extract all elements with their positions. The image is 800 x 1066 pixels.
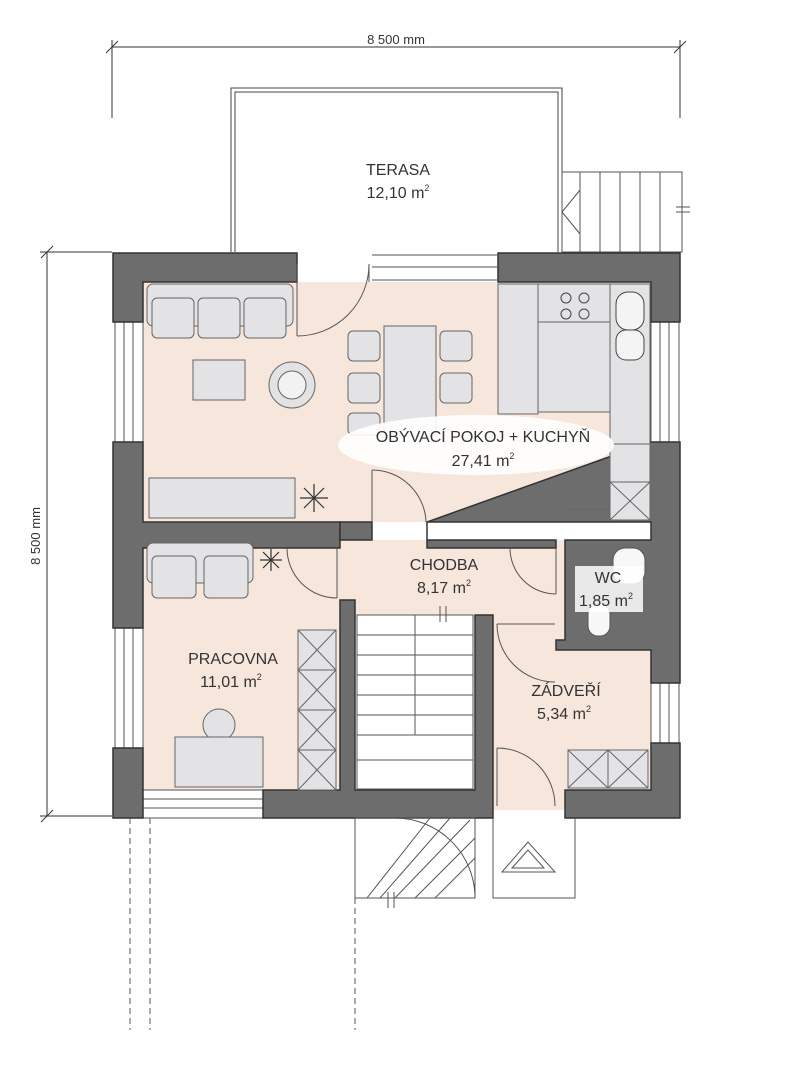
terrace-stairs	[561, 171, 690, 253]
wc-name: WC	[595, 570, 622, 587]
wc-area-value: 1,85 m	[579, 593, 628, 610]
wc-label-bg	[575, 566, 643, 612]
terasa-area-value: 12,10 m	[367, 185, 425, 202]
armchair	[268, 361, 316, 409]
desk	[174, 708, 264, 788]
zadveri-name: ZÁDVEŘÍ	[531, 681, 601, 700]
obyvaci-area: 27,41 m2	[452, 451, 515, 470]
kitchen-counter	[497, 283, 651, 521]
zadveri-area: 5,34 m2	[537, 704, 591, 723]
terrace	[230, 87, 563, 252]
room-label-chodba: CHODBA 8,17 m2	[410, 557, 479, 597]
entrance-stairs	[129, 817, 576, 1030]
dimension-top	[105, 40, 687, 118]
sofa-living	[146, 283, 294, 339]
plant-icon	[300, 484, 328, 512]
entrance-cabinet	[567, 749, 649, 789]
room-label-wc: WC 1,85 m2	[579, 570, 633, 610]
room-label-obyvaci: OBÝVACÍ POKOJ + KUCHYŇ 27,41 m2	[376, 427, 590, 470]
obyvaci-area-sup: 2	[509, 451, 514, 461]
zadveri-area-sup: 2	[586, 704, 591, 714]
wc-area: 1,85 m2	[579, 591, 633, 610]
pracovna-name: PRACOVNA	[188, 651, 278, 668]
chodba-area-sup: 2	[466, 578, 471, 588]
bookshelf	[297, 629, 337, 791]
tv-cabinet	[148, 477, 296, 519]
plant-icon-2	[260, 549, 282, 571]
sofa-office	[146, 542, 254, 599]
sink-icon	[615, 291, 645, 361]
room-label-pracovna: PRACOVNA 11,01 m2	[188, 651, 278, 691]
chodba-area: 8,17 m2	[417, 578, 471, 597]
room-label-terasa: TERASA 12,10 m2	[366, 162, 430, 202]
wc-area-sup: 2	[628, 591, 633, 601]
terasa-area-sup: 2	[424, 183, 429, 193]
terasa-area: 12,10 m2	[367, 183, 430, 202]
dimension-left	[40, 245, 112, 823]
staircase	[356, 606, 474, 790]
terasa-name: TERASA	[366, 162, 430, 179]
cooktop-icon	[560, 292, 590, 320]
label-highlight	[338, 415, 614, 475]
chodba-name: CHODBA	[410, 557, 479, 574]
doors	[286, 254, 557, 807]
pracovna-area: 11,01 m2	[200, 672, 262, 691]
pracovna-area-value: 11,01 m	[200, 674, 257, 691]
width-dimension-label: 8 500 mm	[367, 32, 425, 47]
chodba-area-value: 8,17 m	[417, 580, 466, 597]
zadveri-area-value: 5,34 m	[537, 706, 586, 723]
obyvaci-name: OBÝVACÍ POKOJ + KUCHYŇ	[376, 427, 590, 446]
pracovna-area-sup: 2	[257, 672, 262, 682]
room-label-zadveri: ZÁDVEŘÍ 5,34 m2	[531, 681, 601, 723]
obyvaci-area-value: 27,41 m	[452, 453, 510, 470]
height-dimension-label: 8 500 mm	[28, 507, 43, 565]
coffee-table	[192, 359, 246, 401]
windows	[114, 321, 680, 819]
